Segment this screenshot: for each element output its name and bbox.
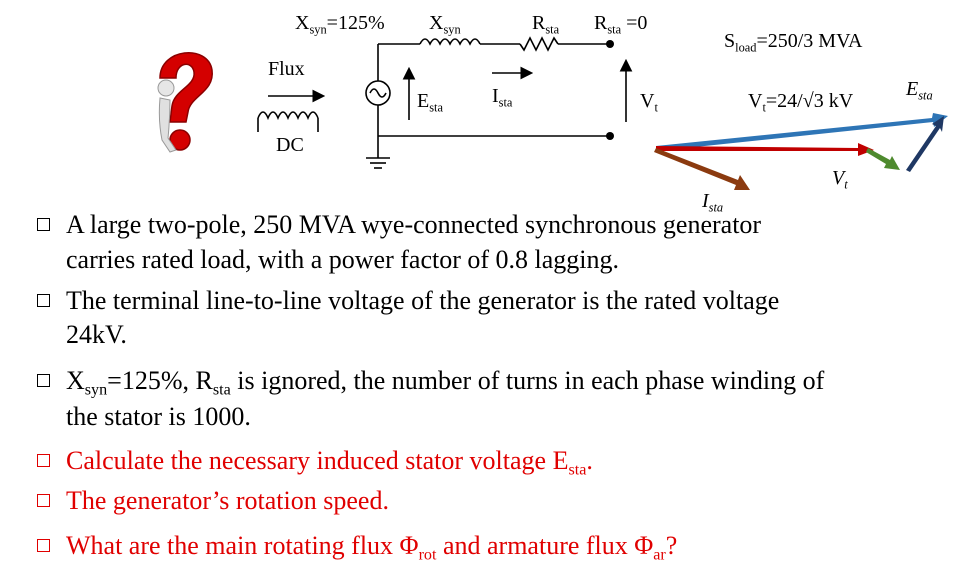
terminal-bottom xyxy=(606,132,614,140)
question-3: What are the main rotating flux Φrot and… xyxy=(66,531,678,564)
ista-label: Ista xyxy=(492,85,513,110)
terminal-top xyxy=(606,40,614,48)
vt-label: Vt xyxy=(640,90,658,115)
xsyn-value-label: Xsyn=125% xyxy=(295,12,385,37)
vt-phasor-label: Vt xyxy=(832,167,848,192)
esta-phasor-label: Esta xyxy=(906,78,933,103)
bullet-checkbox xyxy=(37,218,50,231)
field-coil-icon xyxy=(257,111,319,132)
bullet-checkbox-red xyxy=(37,494,50,507)
question-figure-icon xyxy=(157,52,213,153)
drop-phasor xyxy=(906,116,944,172)
ista-phasor-label: Ista xyxy=(702,190,724,215)
bullet-checkbox xyxy=(37,374,50,387)
question-1: Calculate the necessary induced stator v… xyxy=(66,446,593,479)
xsyn-label: Xsyn xyxy=(429,12,461,37)
esta-phasor xyxy=(656,113,948,151)
vt-value-label: Vt=24/√3 kV xyxy=(748,90,854,115)
bullet-checkbox xyxy=(37,294,50,307)
sload-label: Sload=250/3 MVA xyxy=(724,30,863,55)
ista-phasor xyxy=(654,148,750,190)
bullet-3-line-2: the stator is 1000. xyxy=(66,402,251,431)
bullet-3-line-1: Xsyn=125%, Rsta is ignored, the number o… xyxy=(66,366,825,399)
flux-label: Flux xyxy=(268,58,305,80)
bullet-1-line-1: A large two-pole, 250 MVA wye-connected … xyxy=(66,210,762,239)
rsta-zero-label: Rsta =0 xyxy=(594,12,648,37)
esta-label: Esta xyxy=(417,90,443,115)
question-2: The generator’s rotation speed. xyxy=(66,486,389,515)
jxi-phasor xyxy=(866,148,900,170)
generator-circuit xyxy=(365,36,610,169)
dc-label: DC xyxy=(276,134,304,156)
phasor-diagram xyxy=(654,113,948,190)
bullet-2-line-1: The terminal line-to-line voltage of the… xyxy=(66,286,780,315)
bullet-2-line-2: 24kV. xyxy=(66,320,127,349)
rsta-label: Rsta xyxy=(532,12,560,37)
bullet-checkbox-red xyxy=(37,539,50,552)
bullet-1-line-2: carries rated load, with a power factor … xyxy=(66,245,620,274)
vt-phasor xyxy=(656,143,874,156)
bullet-checkbox-red xyxy=(37,454,50,467)
